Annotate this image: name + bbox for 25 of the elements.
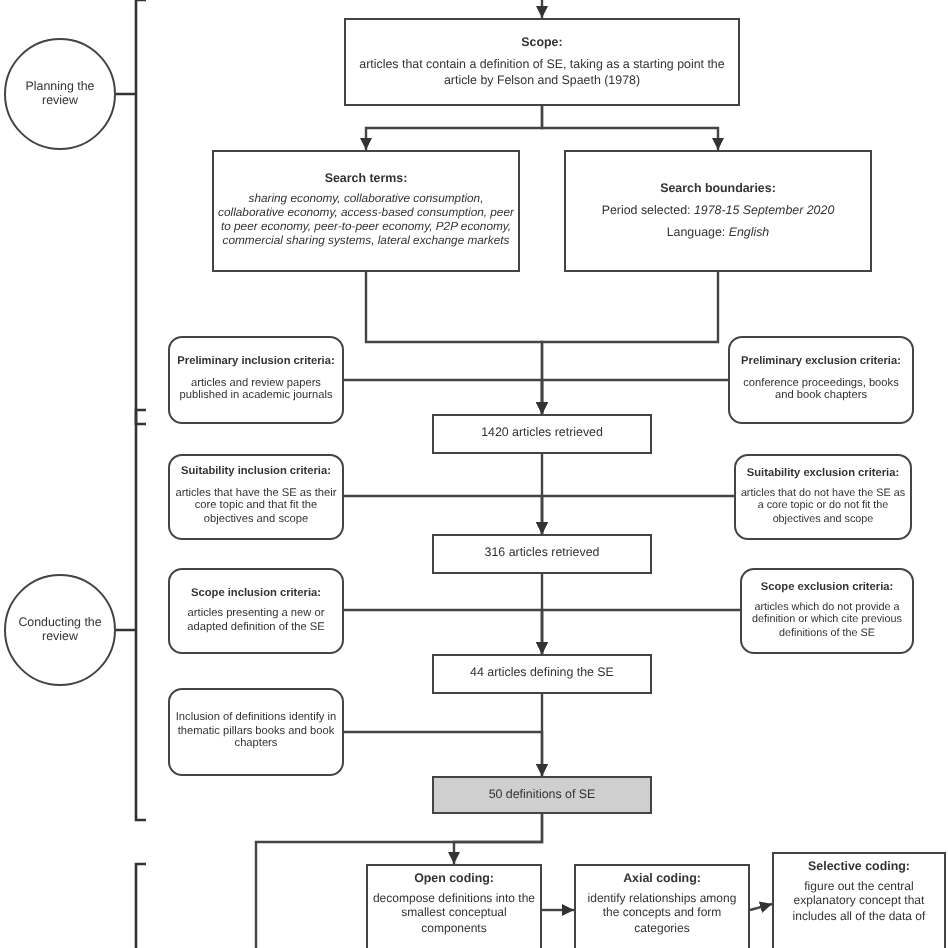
arrow (749, 901, 773, 913)
process-box (212, 150, 520, 272)
result-box (432, 776, 652, 814)
criteria-box (734, 454, 912, 540)
criteria-box (168, 688, 344, 776)
criteria-box (168, 336, 344, 424)
process-box (432, 654, 652, 694)
coding-box (574, 864, 750, 948)
coding-box (772, 852, 946, 948)
process-box (564, 150, 872, 272)
coding-box (366, 864, 542, 948)
arrow (540, 106, 724, 150)
criteria-box (168, 454, 344, 540)
criteria-box (728, 336, 914, 424)
arrow (344, 730, 548, 776)
criteria-box (168, 568, 344, 654)
arrow (536, 0, 548, 18)
arrow (542, 904, 574, 916)
criteria-box (740, 568, 914, 654)
process-box (344, 18, 740, 106)
arrow (536, 494, 734, 534)
arrow (536, 378, 728, 414)
arrow (536, 608, 740, 654)
process-box (432, 414, 652, 454)
process-box (432, 534, 652, 574)
